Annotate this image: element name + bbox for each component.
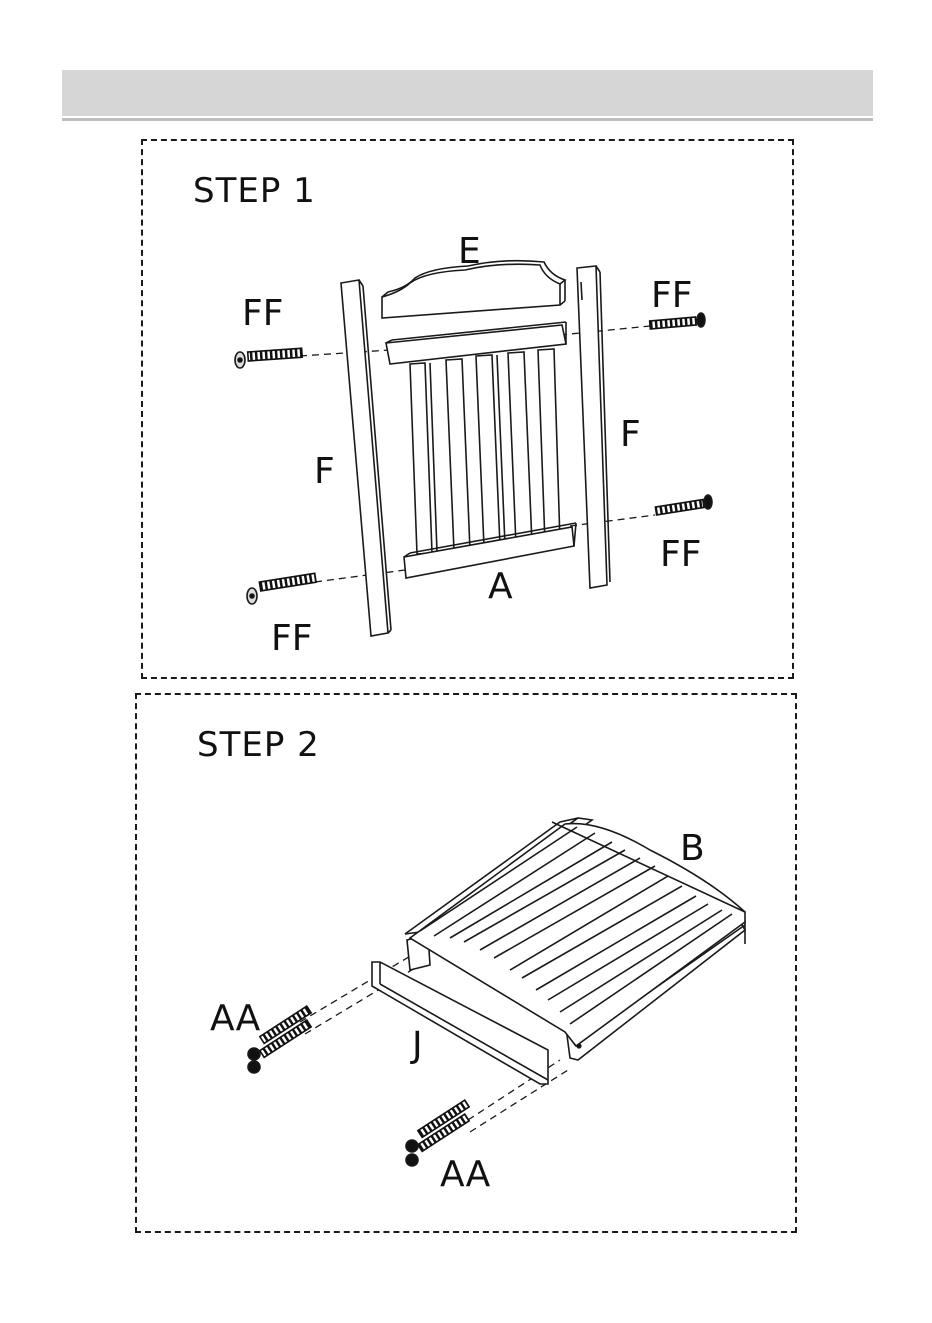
label-part-f-left: F: [314, 451, 335, 492]
label-part-e: E: [458, 231, 481, 272]
label-part-f-right: F: [620, 414, 641, 455]
back-slats: [410, 349, 560, 554]
label-screw-aa-bottom: AA: [440, 1154, 491, 1195]
step-2-drawing: [248, 818, 745, 1166]
screw-ff-bottom-left-icon: [247, 573, 316, 604]
label-screw-ff-bottom-right: FF: [660, 534, 701, 575]
label-screw-ff-top-left: FF: [242, 293, 283, 334]
label-screw-ff-top-right: FF: [651, 275, 692, 316]
label-part-j: J: [410, 1025, 423, 1066]
screw-ff-top-left-icon: [235, 348, 302, 368]
label-part-b: B: [680, 828, 705, 869]
label-part-a: A: [488, 566, 513, 607]
screw-ff-bottom-right-icon: [655, 495, 712, 515]
label-screw-ff-bottom-left: FF: [271, 618, 312, 659]
part-f-right-upright: [577, 266, 610, 588]
part-f-left-upright: [341, 280, 391, 636]
label-screw-aa-left: AA: [210, 998, 261, 1039]
